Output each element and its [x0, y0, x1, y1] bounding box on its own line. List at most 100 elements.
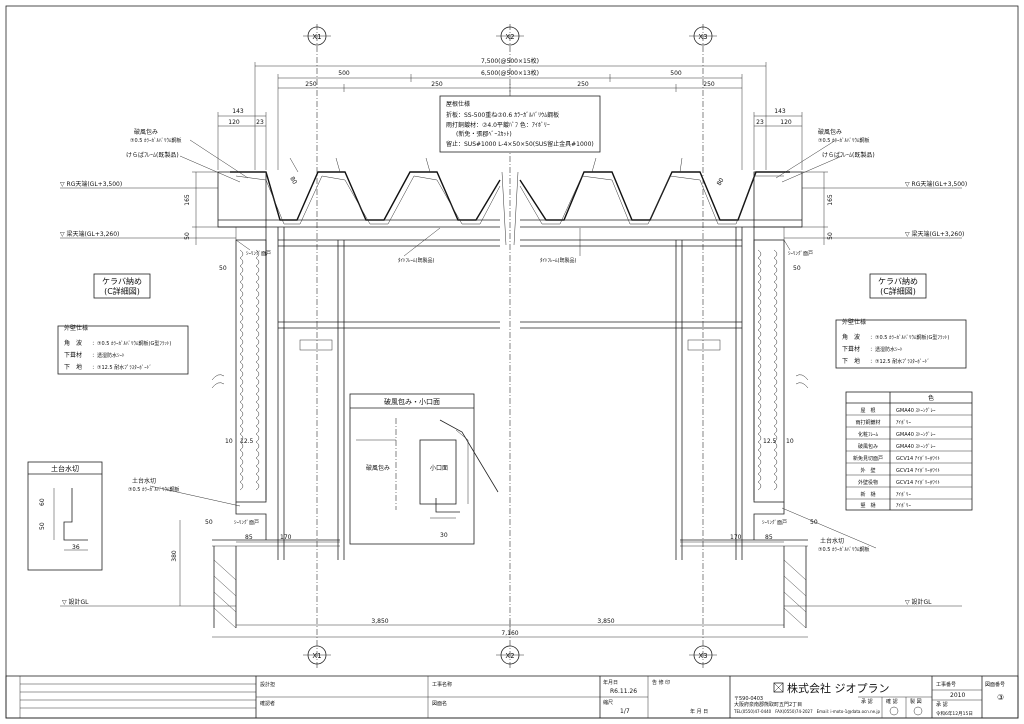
dim-143-left: 143: [232, 108, 244, 115]
wall-spec-r2k-right: 下葺材: [842, 345, 860, 353]
color-row-key: 新 樋: [860, 491, 875, 498]
tb-company: 株式会社 ジオプラン: [787, 681, 890, 695]
company-logo: [773, 682, 784, 693]
foundation-left: [212, 502, 340, 629]
tb-stamp-draft: 製 図: [910, 698, 922, 705]
grid-label-x3-top: X3: [698, 33, 707, 41]
roof-spec-line-2: 雨打銅鍍材：⑦4.0平鍍ﾊﾞﾌ 色：ｱｲﾎﾞﾘｰ: [446, 121, 550, 129]
wall-spec-r3v-right: ：⑦12.5 耐水ﾌﾟﾗｽﾀｰﾎﾞｰﾄﾞ: [870, 358, 930, 365]
tb-drawing-name-label: 図面名: [432, 700, 447, 707]
dim-50-left: 50: [184, 232, 191, 240]
folded-plate-roof-left: [230, 157, 501, 225]
tb-design: 設計担: [260, 681, 275, 688]
dim-170-left: 170: [280, 534, 292, 541]
keraba-box-right: [869, 273, 927, 299]
tb-job-no-label: 工事番号: [936, 681, 956, 688]
tb-scale-label: 縮尺: [603, 699, 613, 706]
break-lines: [501, 171, 519, 246]
wall-spec-title-right: 外壁仕様: [842, 318, 866, 326]
dodai-detail-title: 土台水切: [51, 464, 79, 473]
level-beam-top-left: ▽ 梁天端(GL+3,260): [60, 230, 119, 238]
color-row-value: GMA40 ｽﾄｰﾝｸﾞﾚｰ: [896, 407, 936, 414]
roof-spec-line-1: 折板：SS-500重ね⑦0.6 ｶﾗｰｶﾞﾙﾊﾞﾘｳﾑ鋼板: [446, 111, 559, 119]
keraba-box-left: [93, 273, 151, 299]
tb-date: R6.11.26: [610, 688, 637, 695]
level-rg-top-left: ▽ RG天端(GL+3,500): [60, 180, 122, 188]
dim-250-d: 250: [703, 81, 715, 88]
color-row-key: 雨打銅鍍材: [855, 419, 880, 426]
detail-label-b: 小口面: [430, 464, 448, 472]
wall-spec-r1v-left: ：⑦0.5 ｶﾗｰｶﾞﾙﾊﾞﾘｳﾑ鋼板(G型ﾌﾗｯﾄ): [92, 340, 171, 347]
tb-addr3: TEL(0550)47-0440 FAX(0550)74-2027 Email:…: [733, 709, 880, 714]
tb-drawing-no: ③: [997, 693, 1004, 702]
sealing-base-left: ｼｰﾘﾝｸﾞ面戸: [234, 519, 259, 526]
keraba-frame-left: けらばﾌﾚｰﾑ(既製品): [126, 151, 179, 159]
tb-change-label: 告 修 印: [652, 679, 670, 686]
wall-spec-r1v-right: ：⑦0.5 ｶﾗｰｶﾞﾙﾊﾞﾘｳﾑ鋼板(G型ﾌﾗｯﾄ): [870, 334, 949, 341]
roof-spec-line-4: 留止：SUS#1000 L-4×50×50(SUS留止金具#1000): [446, 140, 594, 148]
dim-50-wall-left: 50: [219, 265, 227, 272]
detail-box: [349, 393, 475, 545]
slope-label-right: 80: [716, 177, 726, 187]
dim-10-left: 10: [225, 438, 233, 445]
dim-250-a: 250: [305, 81, 317, 88]
base-dimension-lines: [179, 520, 784, 606]
dim-380: 380: [171, 550, 178, 562]
wall-spec-r3k-left: 下 地: [64, 363, 82, 371]
stamp-seal-icon: [889, 706, 899, 716]
dim-3850-right: 3,850: [597, 618, 614, 625]
color-row-value: ｱｲﾎﾞﾘｰ: [896, 491, 912, 498]
level-gl-left: ▽ 設計GL: [62, 598, 89, 606]
tb-drawing-no-label: 図面番号: [985, 681, 1005, 688]
wall-spec-box-right: [835, 319, 967, 369]
wall-spec-r2v-right: ：透湿防水ｼｰﾄ: [870, 346, 903, 353]
base-leaders: [149, 485, 877, 549]
wall-spec-r2v-left: ：透湿防水ｼｰﾄ: [92, 352, 125, 359]
keraba-title-left: ケラバ納め: [102, 276, 142, 286]
color-row-value: GCV14 ｱｲﾎﾞﾘｰﾎﾜｲﾄ: [896, 467, 940, 474]
wall-panel-right: [753, 239, 809, 503]
dodai-spec-right: ⑦0.5 ｶﾗｰｶﾞﾙﾊﾞﾘｳﾑ鋼板: [818, 546, 870, 553]
roof-spec-box: [439, 95, 601, 153]
dim-143-right: 143: [774, 108, 786, 115]
sealing-base-right: ｼｰﾘﾝｸﾞ面戸: [762, 519, 787, 526]
color-row-key: 新免見切面戸: [853, 455, 883, 462]
bottom-dimension-lines: [212, 620, 808, 638]
dim-250-b: 250: [431, 81, 443, 88]
dim-7160: 7,160: [501, 630, 518, 637]
grid-label-x2-top: X2: [505, 33, 514, 41]
tb-ymd: 年 月 日: [690, 708, 708, 715]
keraba-sub-left: (C詳細図): [104, 286, 140, 296]
color-table-rows: 屋 根 GMA40 ｽﾄｰﾝｸﾞﾚｰ 雨打銅鍍材 ｱｲﾎﾞﾘｰ 化粧ﾌﾚｰﾑ G…: [853, 407, 940, 509]
tight-frame-right: ﾀｲﾄﾌﾚｰﾑ(既製品): [540, 257, 576, 264]
keraba-sub-right: (C詳細図): [880, 286, 916, 296]
dodai-label-left: 土台水切: [132, 477, 156, 485]
wall-spec-r1k-right: 角 波: [842, 333, 860, 341]
dim-85-left: 85: [245, 534, 253, 541]
detail-drawing: [356, 418, 499, 519]
foundation-right: [680, 502, 808, 629]
level-rg-top-right: ▽ RG天端(GL+3,500): [905, 180, 967, 188]
dim-3850-left: 3,850: [371, 618, 388, 625]
leader-lines: [179, 139, 843, 257]
dim-12-5-right: 12.5: [763, 438, 777, 445]
detail-title: 破風包み・小口面: [384, 397, 440, 406]
dodai-label-right: 土台水切: [820, 537, 844, 545]
sealing-top-left: ｼｰﾘﾝｸﾞ面戸: [246, 250, 271, 257]
color-row-value: ｱｲﾎﾞﾘｰ: [896, 419, 912, 426]
grid-label-x3-bottom: X3: [698, 652, 707, 660]
dim-50-base-left: 50: [205, 519, 213, 526]
wall-panel-left: [211, 239, 267, 503]
tb-scale: 1/7: [620, 708, 630, 715]
tb-addr2: 大阪府泉南郡熊取町五門2丁目: [734, 701, 802, 708]
dim-23-left: 23: [256, 119, 264, 126]
hafu-spec-right: ⑦0.5 ｶﾗｰｶﾞﾙﾊﾞﾘｳﾑ鋼板: [818, 137, 870, 144]
color-row-key: 化粧ﾌﾚｰﾑ: [858, 431, 879, 438]
roof-spec-title: 屋根仕様: [446, 100, 470, 108]
color-row-value: GMA40 ｽﾄｰﾝｸﾞﾚｰ: [896, 443, 936, 450]
tb-date-label: 年月日: [603, 679, 618, 686]
color-row-value: ｱｲﾎﾞﾘｰ: [896, 502, 912, 509]
wall-spec-r1k-left: 角 波: [64, 339, 82, 347]
color-row-key: 外壁役物: [858, 479, 878, 486]
